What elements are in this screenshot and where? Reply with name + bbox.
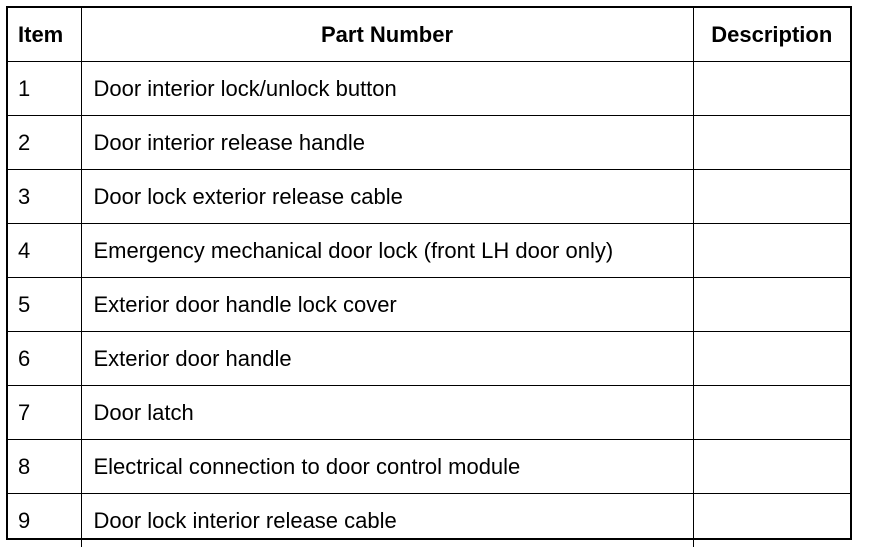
- cell-item: 4: [8, 223, 82, 278]
- table-row: 4 Emergency mechanical door lock (front …: [8, 223, 850, 278]
- cell-item: 6: [8, 331, 82, 386]
- cell-item: 2: [8, 115, 82, 170]
- table-header-row: Item Part Number Description: [8, 8, 850, 62]
- table-row: 2 Door interior release handle: [8, 115, 850, 170]
- cell-item: 3: [8, 169, 82, 224]
- cell-item: 9: [8, 493, 82, 547]
- table-row: 7 Door latch: [8, 385, 850, 440]
- header-item: Item: [8, 8, 82, 62]
- cell-part-number: Exterior door handle lock cover: [80, 277, 694, 332]
- header-part-number: Part Number: [80, 8, 694, 62]
- cell-item: 1: [8, 61, 82, 116]
- cell-part-number: Emergency mechanical door lock (front LH…: [80, 223, 694, 278]
- cell-description: [692, 493, 850, 547]
- cell-description: [692, 331, 850, 386]
- table-row: 1 Door interior lock/unlock button: [8, 61, 850, 116]
- cell-part-number: Door lock exterior release cable: [80, 169, 694, 224]
- cell-description: [692, 61, 850, 116]
- cell-part-number: Electrical connection to door control mo…: [80, 439, 694, 494]
- table-row: 9 Door lock interior release cable: [8, 493, 850, 547]
- cell-description: [692, 223, 850, 278]
- cell-part-number: Door interior lock/unlock button: [80, 61, 694, 116]
- cell-item: 5: [8, 277, 82, 332]
- cell-item: 8: [8, 439, 82, 494]
- cell-description: [692, 115, 850, 170]
- cell-description: [692, 439, 850, 494]
- cell-description: [692, 385, 850, 440]
- parts-table-container: Item Part Number Description 1 Door inte…: [6, 6, 852, 547]
- cell-part-number: Door latch: [80, 385, 694, 440]
- cell-item: 7: [8, 385, 82, 440]
- header-description: Description: [692, 8, 850, 62]
- cell-description: [692, 277, 850, 332]
- table-row: 3 Door lock exterior release cable: [8, 169, 850, 224]
- parts-table: Item Part Number Description 1 Door inte…: [8, 8, 850, 547]
- cell-description: [692, 169, 850, 224]
- table-row: 5 Exterior door handle lock cover: [8, 277, 850, 332]
- cell-part-number: Exterior door handle: [80, 331, 694, 386]
- cell-part-number: Door interior release handle: [80, 115, 694, 170]
- cell-part-number: Door lock interior release cable: [80, 493, 694, 547]
- table-row: 8 Electrical connection to door control …: [8, 439, 850, 494]
- table-row: 6 Exterior door handle: [8, 331, 850, 386]
